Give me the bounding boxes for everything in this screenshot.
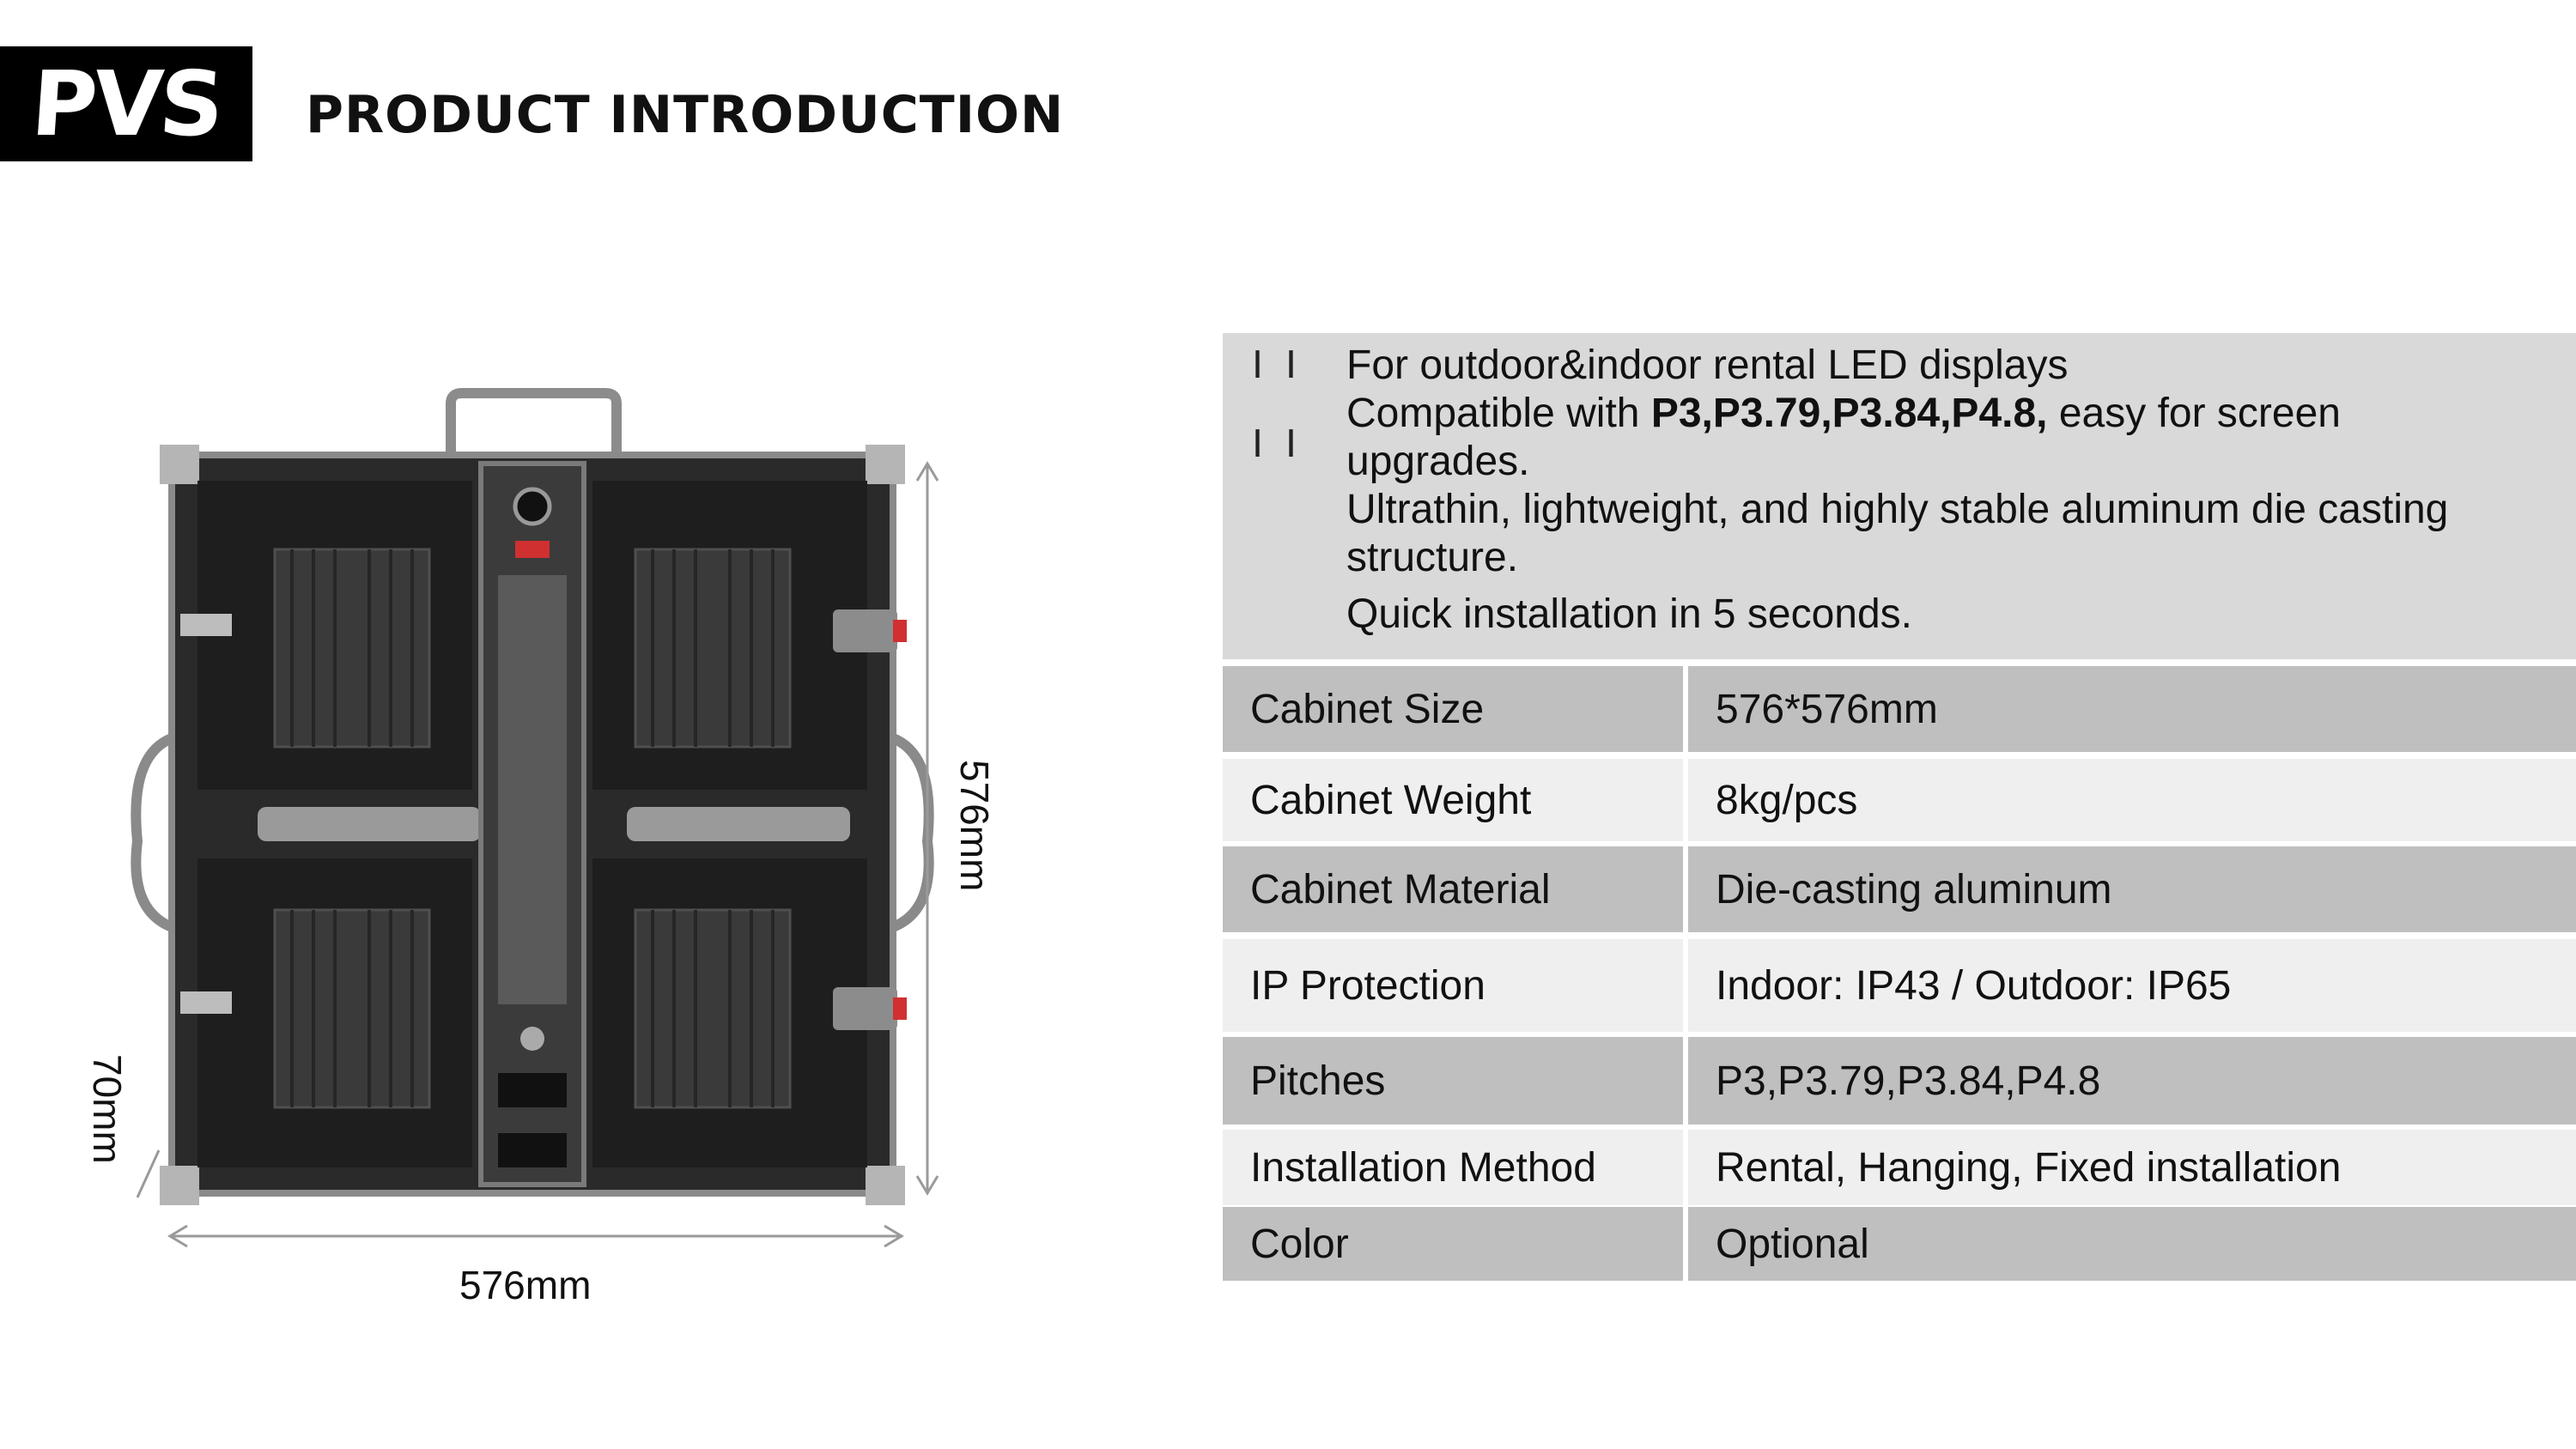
feature-line: structure.	[1346, 535, 1519, 580]
feature-line: Ultrathin, lightweight, and highly stabl…	[1346, 487, 2449, 532]
feature-panel: I I I I For outdoor&indoor rental LED di…	[1223, 333, 2576, 659]
spec-label: IP Protection	[1223, 939, 1683, 1032]
product-image: 576mm	[77, 378, 1022, 1322]
spec-label: Cabinet Material	[1223, 846, 1683, 932]
bullet-mark: I I	[1252, 422, 1302, 466]
logo-text: PVS	[27, 52, 225, 156]
depth-dimension-label: 70mm	[85, 1054, 130, 1164]
feature-highlight: P3,P3.79,P3.84,P4.8,	[1650, 391, 2048, 436]
height-dimension-label: 576mm	[952, 760, 997, 892]
spec-value: 8kg/pcs	[1688, 759, 2576, 841]
spec-label: Color	[1223, 1207, 1683, 1281]
feature-line: For outdoor&indoor rental LED displays	[1346, 343, 2069, 388]
feature-text: Compatible with	[1346, 391, 1651, 436]
feature-line: upgrades.	[1346, 439, 1530, 484]
corner-bracket	[160, 445, 199, 484]
corner-bracket	[866, 445, 905, 484]
width-dimension-label: 576mm	[459, 1263, 592, 1307]
spec-label: Pitches	[1223, 1037, 1683, 1125]
spec-value: Rental, Hanging, Fixed installation	[1688, 1130, 2576, 1205]
spec-value: 576*576mm	[1688, 666, 2576, 752]
spec-label: Installation Method	[1223, 1130, 1683, 1205]
led-cabinet-illustration	[131, 388, 939, 1248]
feature-line: Compatible with P3,P3.79,P3.84,P4.8, eas…	[1346, 390, 2549, 438]
spec-label: Cabinet Size	[1223, 666, 1683, 752]
corner-bracket	[866, 1166, 905, 1205]
feature-line: Quick installation in 5 seconds.	[1346, 591, 1913, 637]
feature-text: easy for screen	[2047, 391, 2341, 436]
corner-bracket	[160, 1166, 199, 1205]
bullet-mark: I I	[1252, 343, 1302, 387]
spec-value: Indoor: IP43 / Outdoor: IP65	[1688, 939, 2576, 1032]
spec-label: Cabinet Weight	[1223, 759, 1683, 841]
handle-icon	[446, 388, 622, 464]
spec-value: Die-casting aluminum	[1688, 846, 2576, 932]
spec-value: P3,P3.79,P3.84,P4.8	[1688, 1037, 2576, 1125]
page-title: PRODUCT INTRODUCTION	[306, 85, 1065, 145]
brand-logo: PVS	[0, 46, 252, 161]
spec-value: Optional	[1688, 1207, 2576, 1281]
